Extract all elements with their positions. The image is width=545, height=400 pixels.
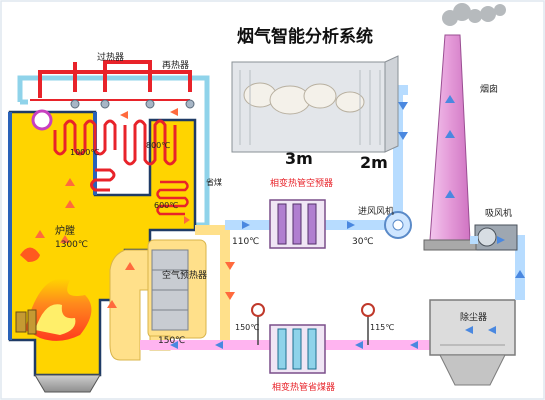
economizer-coils <box>156 180 189 216</box>
label-temp-30: 30℃ <box>352 237 374 247</box>
air-preheater-block <box>151 249 189 331</box>
label-exhaust-fan: 吸风机 <box>485 207 512 219</box>
label-furnace: 炉膛 <box>55 224 75 237</box>
superheater-coils <box>53 119 177 192</box>
label-air-preheater: 空气预热器 <box>162 269 207 281</box>
burner-flame <box>20 247 92 341</box>
label-container-depth: 2m <box>360 153 388 172</box>
label-dust-collector: 除尘器 <box>460 311 487 323</box>
label-heatpipe-air-preheater: 相变热管空预器 <box>270 177 333 189</box>
label-reheater: 再热器 <box>162 59 189 71</box>
label-furnace-temp: 1300℃ <box>55 240 88 250</box>
inlet-fan <box>384 211 412 239</box>
diagram-title: 烟气智能分析系统 <box>237 26 373 47</box>
label-temp-115: 115℃ <box>370 323 394 332</box>
analysis-container <box>231 55 399 153</box>
chimney-smoke <box>442 3 506 26</box>
label-chimney: 烟囱 <box>480 83 498 95</box>
headers <box>70 99 195 109</box>
label-heatpipe-economizer: 相变热管省煤器 <box>272 381 335 393</box>
heatpipe-economizer <box>269 324 326 374</box>
label-inlet-fan: 进风风机 <box>358 205 394 217</box>
flow-arrows-hot <box>35 108 235 308</box>
chimney <box>423 34 478 251</box>
label-temp-150-gauge: 150℃ <box>235 323 259 332</box>
ash-hopper <box>34 374 101 393</box>
label-temp-1000: 1000℃ <box>70 148 99 157</box>
temperature-gauges <box>251 303 375 345</box>
label-economizer: 省煤 <box>206 177 222 187</box>
steam-drum <box>31 109 53 131</box>
heatpipe-air-preheater <box>269 199 326 249</box>
label-container-width: 3m <box>285 149 313 168</box>
label-temp-110: 110℃ <box>232 237 259 247</box>
label-superheater: 过热器 <box>97 51 124 63</box>
flow-arrows-cold <box>170 95 525 349</box>
exhaust-fan <box>474 224 518 251</box>
label-temp-150-outlet: 150℃ <box>158 336 185 346</box>
label-temp-800: 800℃ <box>146 141 170 150</box>
burner-device <box>15 309 37 335</box>
dust-collector <box>429 299 516 386</box>
label-temp-600: 600℃ <box>154 201 178 210</box>
